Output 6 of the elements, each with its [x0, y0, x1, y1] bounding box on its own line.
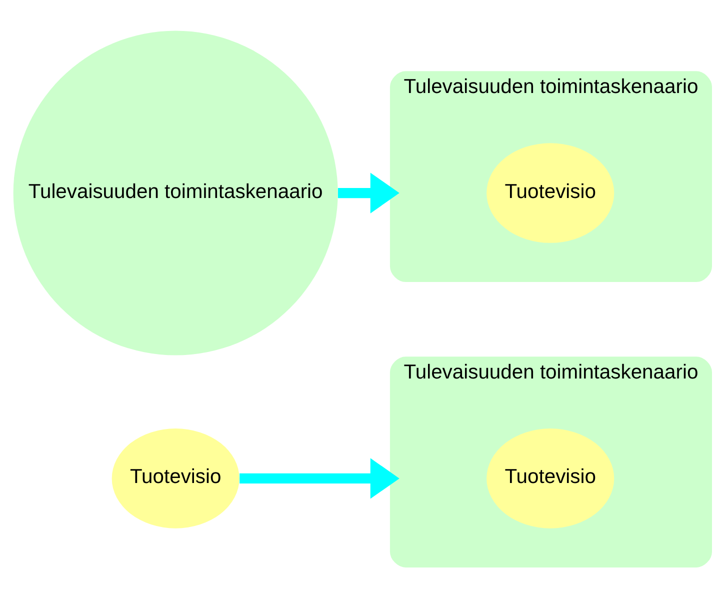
arrow — [338, 172, 400, 214]
arrow — [240, 458, 400, 499]
node-circle: Tulevaisuuden toimintaskenaario — [13, 30, 338, 356]
node-ellipse: Tuotevisio — [486, 428, 614, 528]
node-ellipse: Tuotevisio — [112, 428, 240, 528]
node-ellipse: Tuotevisio — [486, 143, 614, 243]
